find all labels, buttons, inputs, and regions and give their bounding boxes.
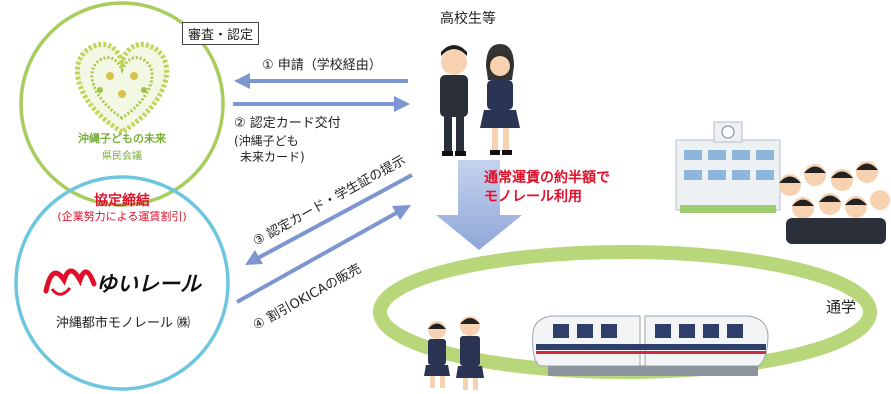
step2-label: ② 認定カード交付	[234, 116, 341, 131]
yui-rail-logo-text: ゆいレール	[96, 272, 201, 296]
company-circle	[14, 175, 230, 391]
review-badge-text: 審査・認定	[188, 28, 254, 43]
monorail-train-icon	[532, 315, 769, 376]
arrow-okica-sale	[236, 205, 411, 304]
walking-students-icon	[424, 316, 484, 390]
agreement-subtitle: (企業努力による運賃割引)	[57, 210, 187, 223]
heart-logo-icon	[74, 41, 170, 135]
yui-rail-logo-icon	[43, 268, 97, 296]
step3-label: ③ 認定カード・学生証の提示	[250, 152, 408, 249]
council-logo-line2: 県民会議	[102, 151, 142, 162]
benefit-down-arrow	[436, 160, 522, 250]
benefit-line1: 通常運賃の約半額で	[484, 170, 610, 186]
school-building-icon	[675, 121, 781, 213]
step2-note-line2: 未来カード)	[240, 150, 305, 164]
review-badge: 審査・認定	[182, 22, 260, 45]
arrow-application	[234, 73, 408, 89]
council-circle	[19, 1, 225, 207]
students-illustration-icon	[440, 44, 520, 156]
agreement-title: 協定締結	[94, 193, 150, 209]
benefit-line2: モノレール利用	[484, 189, 582, 205]
step4-label: ④ 割引OKICAの販売	[250, 261, 364, 334]
step2-note-line1: (沖縄子ども	[234, 134, 299, 148]
student-crowd-icon	[779, 161, 890, 244]
students-label: 高校生等	[440, 11, 496, 27]
arrow-card-present	[245, 173, 413, 265]
monorail-company-name: 沖縄都市モノレール ㈱	[55, 316, 191, 331]
council-logo-line1: 沖縄子どもの未来	[78, 132, 166, 145]
commute-label: 通学	[826, 298, 857, 316]
step1-label: ① 申請（学校経由）	[262, 58, 382, 73]
arrow-card-issue	[233, 96, 410, 112]
